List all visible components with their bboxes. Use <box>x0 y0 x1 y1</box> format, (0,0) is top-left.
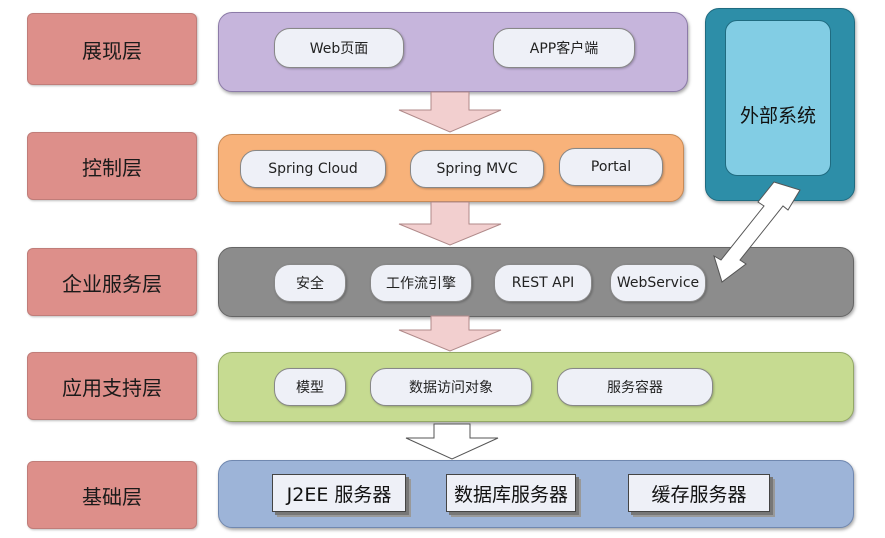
component-cache-server: 缓存服务器 <box>628 474 770 512</box>
component-data-access-object: 数据访问对象 <box>370 368 532 406</box>
down-arrow-4-icon <box>405 423 499 460</box>
component-rest-api: REST API <box>494 264 592 302</box>
layer-label-base: 基础层 <box>27 461 197 529</box>
layer-label-application-support: 应用支持层 <box>27 352 197 420</box>
down-arrow-3-icon <box>398 315 502 352</box>
component-spring-cloud: Spring Cloud <box>240 150 386 188</box>
layer-label-presentation: 展现层 <box>27 13 197 85</box>
layer-label-control: 控制层 <box>27 132 197 200</box>
component-model: 模型 <box>274 368 346 406</box>
component-workflow-engine: 工作流引擎 <box>370 264 472 302</box>
external-system-label: 外部系统 <box>725 20 831 176</box>
component-portal: Portal <box>559 148 663 186</box>
down-arrow-2-icon <box>398 201 502 246</box>
component-service-container: 服务容器 <box>557 368 713 406</box>
bidirectional-arrow-icon <box>713 181 801 283</box>
down-arrow-1-icon <box>398 91 502 133</box>
component-web-page: Web页面 <box>274 28 404 68</box>
component-security: 安全 <box>274 264 346 302</box>
component-webservice: WebService <box>610 264 706 302</box>
component-database-server: 数据库服务器 <box>446 474 576 512</box>
component-app-client: APP客户端 <box>493 28 635 68</box>
component-spring-mvc: Spring MVC <box>410 150 544 188</box>
layer-label-enterprise-service: 企业服务层 <box>27 248 197 316</box>
component-j2ee-server: J2EE 服务器 <box>272 474 406 512</box>
